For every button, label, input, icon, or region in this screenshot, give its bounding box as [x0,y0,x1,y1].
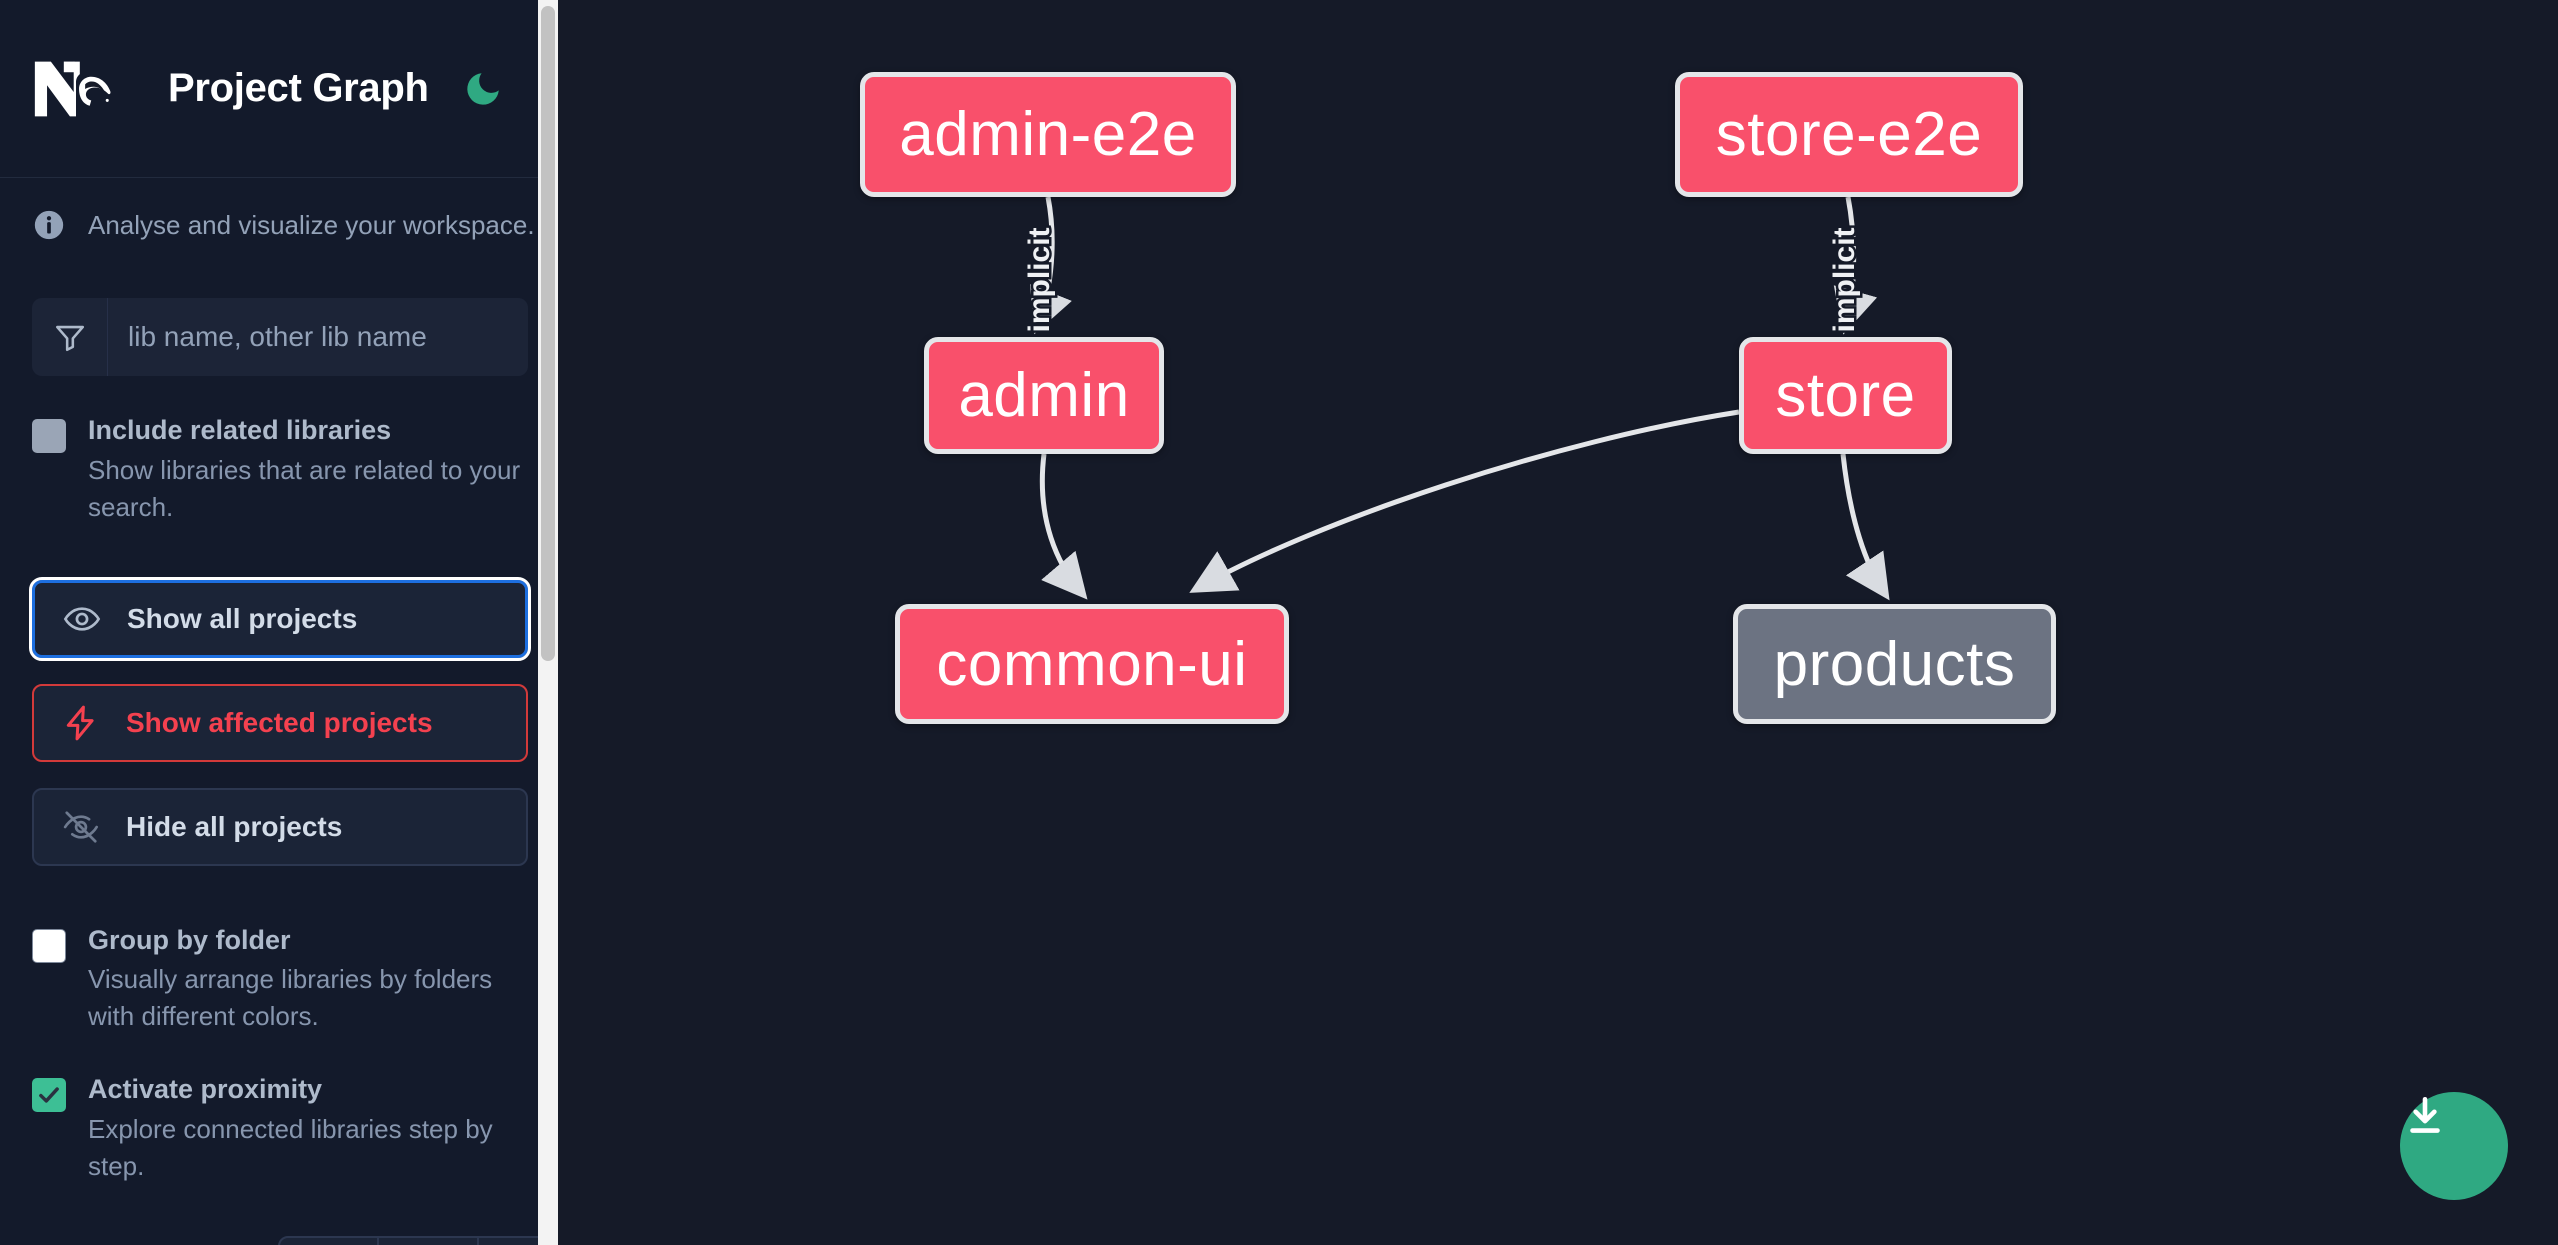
stepper-segment-2[interactable] [379,1238,479,1245]
info-circle-icon [32,208,66,242]
include-related-libraries-row[interactable]: Include related libraries Show libraries… [32,414,528,526]
graph-node-admin-e2e[interactable]: admin-e2e [860,72,1236,197]
edge-store-common-ui [1189,409,1740,593]
hide-all-projects-label: Hide all projects [126,810,343,842]
page-title: Project Graph [168,66,429,110]
nx-logo-icon [30,57,122,121]
search-bar [32,298,528,376]
graph-node-store[interactable]: store [1739,337,1952,454]
include-related-libraries-label: Include related libraries [88,415,392,445]
proximity-stepper-segmented-control[interactable] [278,1236,558,1245]
sidebar-content: Project Graph Analyse and visualize your… [0,0,558,1245]
activate-proximity-row[interactable]: Activate proximity Explore connected lib… [32,1073,528,1185]
graph-node-store-e2e[interactable]: store-e2e [1675,72,2023,197]
hide-all-projects-button[interactable]: Hide all projects [32,787,528,866]
sidebar-scrollbar-track[interactable] [538,0,558,1245]
include-related-libraries-description: Show libraries that are related to your … [88,454,521,522]
graph-edges: implicit implicit [1020,196,1890,601]
show-affected-projects-label: Show affected projects [126,706,433,738]
show-all-projects-label: Show all projects [127,602,358,634]
stepper-segment-1[interactable] [280,1238,380,1245]
graph-node-label: products [1773,629,2016,699]
group-by-folder-row[interactable]: Group by folder Visually arrange librari… [32,924,528,1036]
edge-store-products [1840,453,1890,601]
sidebar-scrollbar-thumb[interactable] [541,6,555,661]
group-by-folder-description: Visually arrange libraries by folders wi… [88,964,493,1032]
include-related-libraries-checkbox[interactable] [32,419,66,453]
activate-proximity-checkbox[interactable] [32,1078,66,1113]
search-input[interactable] [108,298,528,376]
graph-node-admin[interactable]: admin [924,337,1164,454]
show-all-projects-button[interactable]: Show all projects [29,576,531,661]
edge-store-e2e-store [1833,196,1878,335]
edge-label-implicit-store: implicit [1825,225,1863,335]
group-by-folder-checkbox[interactable] [32,928,66,963]
graph-node-label: store [1775,361,1916,430]
group-by-folder-label: Group by folder [88,924,291,955]
sidebar: Project Graph Analyse and visualize your… [0,0,558,1245]
graph-node-label: admin-e2e [899,100,1197,169]
graph-node-label: common-ui [936,629,1248,699]
graph-node-common-ui[interactable]: common-ui [895,604,1289,724]
svg-text:implicit: implicit [1828,227,1861,332]
moon-icon[interactable] [459,65,507,113]
activate-proximity-description: Explore connected libraries step by step… [88,1113,493,1181]
info-banner: Analyse and visualize your workspace. [0,178,558,242]
sidebar-header: Project Graph [0,0,558,178]
visibility-button-group: Show all projects Show affected projects… [29,576,531,866]
edge-admin-e2e-admin [1030,196,1072,335]
show-affected-projects-button[interactable]: Show affected projects [32,683,528,762]
info-text: Analyse and visualize your workspace. [88,209,535,240]
graph-canvas[interactable]: implicit implicit admin-e2e store-e2e ad… [558,0,2558,1245]
edge-admin-common-ui [1039,453,1088,600]
activate-proximity-label: Activate proximity [88,1074,323,1105]
graph-node-label: store-e2e [1715,100,1983,169]
download-graph-button[interactable] [2400,1092,2508,1200]
graph-node-products[interactable]: products [1733,604,2056,724]
graph-node-label: admin [958,361,1130,430]
filter-funnel-icon [32,298,108,376]
edge-label-implicit-admin: implicit [1020,225,1058,335]
svg-text:implicit: implicit [1023,227,1056,332]
